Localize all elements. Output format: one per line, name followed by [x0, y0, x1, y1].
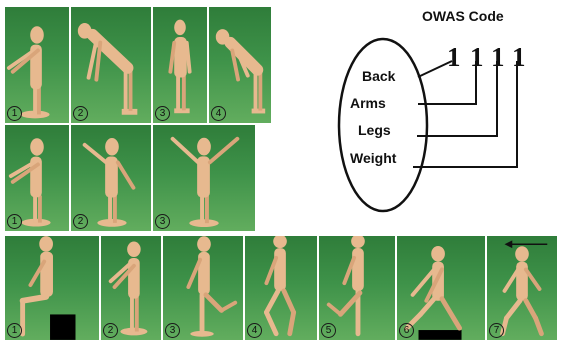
code-digit-back: 1 — [447, 44, 461, 71]
category-label-arms: Arms — [350, 95, 386, 111]
code-digit-arms: 1 — [470, 44, 484, 71]
category-label-legs: Legs — [358, 122, 391, 138]
code-digit-legs: 1 — [491, 44, 505, 71]
category-label-weight: Weight — [350, 150, 396, 166]
code-digit-weight: 1 — [512, 44, 526, 71]
category-label-back: Back — [362, 68, 395, 84]
owas-code-title: OWAS Code — [422, 8, 504, 24]
